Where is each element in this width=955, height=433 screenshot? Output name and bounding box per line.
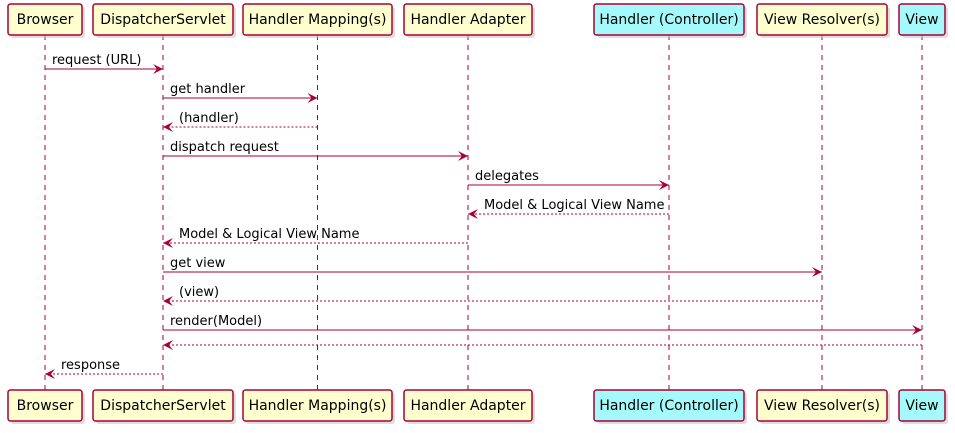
participant-view-bottom: View: [898, 389, 948, 424]
participant-label: Handler Adapter: [410, 12, 525, 28]
participant-box: [898, 389, 946, 422]
message-label: Model & Logical View Name: [179, 227, 359, 242]
message-12: response: [45, 358, 163, 379]
message-label: dispatch request: [170, 140, 279, 155]
message-label: render(Model): [170, 314, 262, 329]
message-label: get view: [170, 256, 226, 271]
participant-label: DispatcherServlet: [100, 398, 226, 414]
message-8: get view: [163, 256, 822, 277]
participant-mapping-top: Handler Mapping(s): [242, 3, 395, 38]
participant-box: [242, 389, 393, 422]
participant-box: [403, 3, 533, 36]
participant-label: DispatcherServlet: [100, 12, 226, 28]
participant-dispatcher-top: DispatcherServlet: [92, 3, 236, 38]
participant-box: [242, 3, 393, 36]
participant-mapping-bottom: Handler Mapping(s): [242, 389, 395, 424]
message-label: response: [61, 358, 120, 373]
participant-label: View: [905, 398, 938, 414]
participant-box: [756, 389, 888, 422]
message-10: render(Model): [163, 314, 922, 335]
participant-label: View: [905, 12, 938, 28]
participant-label: Handler (Controller): [599, 398, 738, 414]
participant-label: Handler Adapter: [410, 398, 525, 414]
participant-dispatcher-bottom: DispatcherServlet: [92, 389, 236, 424]
message-label: (view): [179, 285, 219, 300]
participant-browser-bottom: Browser: [7, 389, 85, 424]
participant-resolver-top: View Resolver(s): [756, 3, 890, 38]
participant-box: [7, 3, 83, 36]
participant-box: [898, 3, 946, 36]
message-3: (handler): [163, 111, 318, 132]
participant-label: Browser: [17, 12, 74, 28]
participant-label: Handler (Controller): [599, 12, 738, 28]
participant-view-top: View: [898, 3, 948, 38]
message-7: Model & Logical View Name: [163, 227, 468, 248]
participant-box: [403, 389, 533, 422]
message-9: (view): [163, 285, 822, 306]
message-1: request (URL): [45, 53, 163, 74]
participant-box: [92, 3, 234, 36]
participant-box: [7, 389, 83, 422]
participant-adapter-top: Handler Adapter: [403, 3, 535, 38]
participant-adapter-bottom: Handler Adapter: [403, 389, 535, 424]
participant-resolver-bottom: View Resolver(s): [756, 389, 890, 424]
participant-label: Handler Mapping(s): [249, 398, 387, 414]
message-6: Model & Logical View Name: [468, 198, 669, 219]
participant-label: View Resolver(s): [764, 398, 880, 414]
message-4: dispatch request: [163, 140, 468, 161]
participant-label: Handler Mapping(s): [249, 12, 387, 28]
message-label: get handler: [170, 82, 246, 97]
participant-controller-top: Handler (Controller): [593, 3, 747, 38]
participant-box: [756, 3, 888, 36]
participant-browser-top: Browser: [7, 3, 85, 38]
message-label: (handler): [179, 111, 239, 126]
participant-box: [593, 389, 745, 422]
message-label: delegates: [475, 169, 539, 184]
participant-label: Browser: [17, 398, 74, 414]
participant-controller-bottom: Handler (Controller): [593, 389, 747, 424]
message-2: get handler: [163, 82, 318, 103]
participant-box: [92, 389, 234, 422]
message-5: delegates: [468, 169, 669, 190]
message-label: Model & Logical View Name: [484, 198, 664, 213]
participant-box: [593, 3, 745, 36]
participant-label: View Resolver(s): [764, 12, 880, 28]
message-label: request (URL): [52, 53, 141, 68]
